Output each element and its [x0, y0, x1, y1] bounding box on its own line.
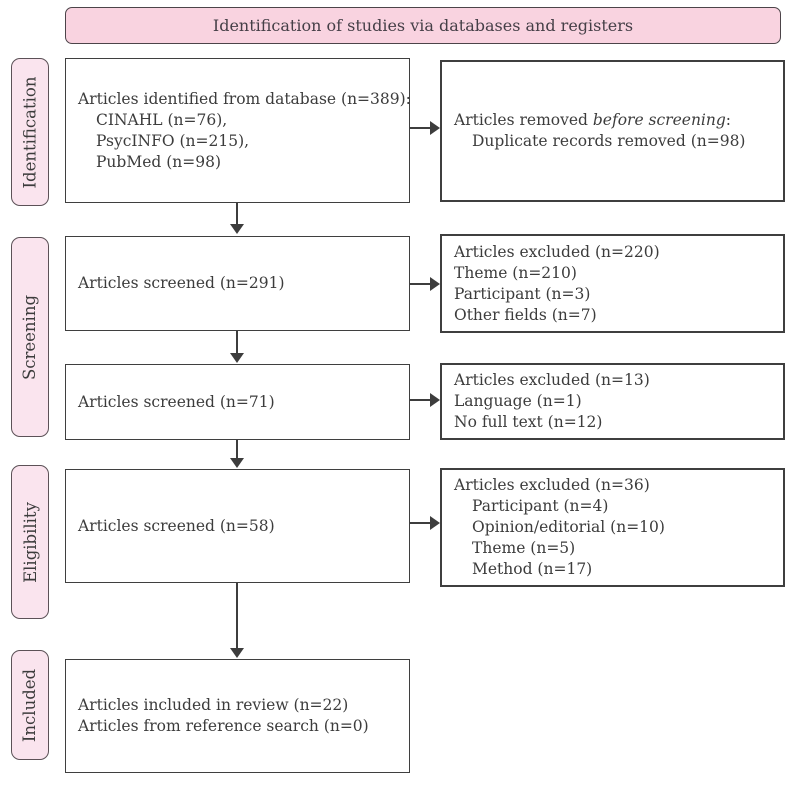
excluded-36-participant: Participant (n=4) [472, 497, 609, 515]
box-articles-excluded-220: Articles excluded (n=220) Theme (n=210) … [440, 234, 785, 333]
removed-title-prefix: Articles removed [454, 111, 593, 129]
excluded-220-other: Other fields (n=7) [454, 305, 597, 324]
excluded-13-title: Articles excluded (n=13) [454, 371, 650, 389]
screened-291-title: Articles screened (n=291) [78, 274, 285, 292]
screened-71-title: Articles screened (n=71) [78, 392, 275, 411]
excluded-36-title: Articles excluded (n=36) [454, 476, 650, 494]
identified-item-cinahl: CINAHL (n=76), [96, 110, 228, 129]
arrow-identified-to-screened-line [236, 203, 238, 226]
stage-label-eligibility-text: Eligibility [20, 501, 40, 583]
box-articles-screened-71: Articles screened (n=71) [65, 364, 410, 440]
arrow-identified-to-removed-head-icon [430, 121, 440, 135]
arrow-identified-to-screened-head-icon [230, 224, 244, 234]
arrow-screened291-to-screened71-line [236, 331, 238, 355]
included-review: Articles included in review (n=22) [78, 696, 349, 714]
box-articles-excluded-36: Articles excluded (n=36) Participant (n=… [440, 468, 785, 587]
excluded-220-title: Articles excluded (n=220) [454, 242, 660, 261]
stage-label-screening-text: Screening [20, 294, 40, 380]
box-articles-excluded-13: Articles excluded (n=13) Language (n=1) … [440, 363, 785, 440]
identified-title: Articles identified from database (n=389… [78, 89, 411, 108]
excluded-220-theme: Theme (n=210) [454, 263, 577, 282]
stage-label-included-text: Included [20, 668, 40, 742]
arrow-screened291-to-excluded220-head-icon [430, 277, 440, 291]
removed-title-suffix: : [725, 111, 732, 129]
box-articles-screened-291: Articles screened (n=291) [65, 236, 410, 331]
excluded-13-nofulltext: No full text (n=12) [454, 413, 603, 431]
included-reference: Articles from reference search (n=0) [78, 717, 369, 735]
screened-58-title: Articles screened (n=58) [78, 516, 275, 535]
arrow-screened58-to-excluded36-head-icon [430, 516, 440, 530]
banner-title: Identification of studies via databases … [65, 7, 781, 44]
box-articles-included: Articles included in review (n=22) Artic… [65, 659, 410, 773]
arrow-screened71-to-excluded13-line [410, 399, 431, 401]
stage-label-identification-text: Identification [20, 76, 40, 188]
arrow-screened291-to-screened71-head-icon [230, 353, 244, 363]
arrow-screened71-to-screened58-line [236, 440, 238, 460]
arrow-screened58-to-excluded36-line [410, 522, 431, 524]
box-articles-screened-58: Articles screened (n=58) [65, 469, 410, 583]
excluded-36-method: Method (n=17) [472, 560, 593, 578]
removed-title-italic: before screening [592, 111, 726, 129]
arrow-screened58-to-included-head-icon [230, 648, 244, 658]
stage-label-eligibility: Eligibility [11, 465, 49, 619]
box-articles-identified: Articles identified from database (n=389… [65, 58, 411, 203]
excluded-36-opinion: Opinion/editorial (n=10) [472, 518, 665, 536]
arrow-screened291-to-excluded220-line [410, 283, 431, 285]
stage-label-screening: Screening [11, 237, 49, 437]
removed-title: Articles removed before screening: [454, 110, 775, 131]
excluded-36-theme: Theme (n=5) [472, 539, 576, 557]
arrow-screened58-to-included-line [236, 583, 238, 650]
stage-label-identification: Identification [11, 58, 49, 206]
arrow-identified-to-removed-line [410, 127, 431, 129]
stage-label-included: Included [11, 650, 49, 760]
excluded-13-language: Language (n=1) [454, 392, 582, 410]
identified-item-psycinfo: PsycINFO (n=215), [96, 131, 250, 150]
identified-item-pubmed: PubMed (n=98) [96, 152, 222, 171]
arrow-screened71-to-excluded13-head-icon [430, 393, 440, 407]
box-articles-removed: Articles removed before screening: Dupli… [440, 60, 785, 202]
excluded-220-participant: Participant (n=3) [454, 284, 591, 303]
removed-item-duplicates: Duplicate records removed (n=98) [472, 132, 746, 150]
arrow-screened71-to-screened58-head-icon [230, 458, 244, 468]
